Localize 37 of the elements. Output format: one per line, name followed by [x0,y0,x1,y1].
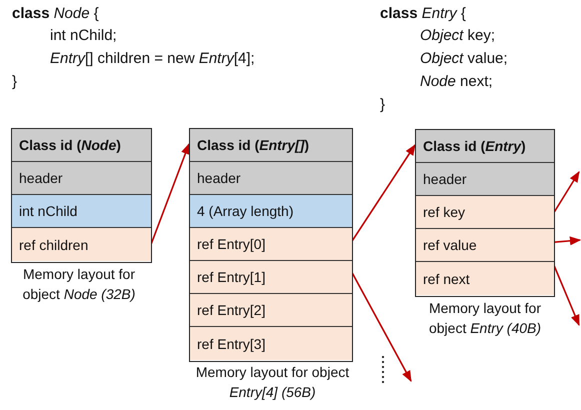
code-line: Object key; [420,27,496,45]
node-label: Memory layout for object Entry[4] (56B) [194,363,350,402]
pointer-arrow [553,264,580,326]
code-line: Entry[] children = new Entry[4]; [50,50,255,68]
field-cell: ref Entry[0] [190,228,352,261]
field-cell: ref Entry[3] [190,327,352,360]
field-cell: ref Entry[2] [190,294,352,327]
field-cell: ref Entry[1] [190,261,352,294]
code-line: class Node { [12,5,99,23]
field-cell: header [416,163,554,196]
memory-layout-table [189,128,353,362]
code-line: class Entry { [380,5,466,23]
pointer-arrow [351,144,416,242]
code-line: int nChild; [50,27,117,45]
field-cell: ref value [416,229,554,262]
code-line: Node next; [420,73,493,91]
code-line: } [12,73,18,91]
node-label: Memory layout for object Node (32B) [22,265,136,304]
node-label: Memory layout for object Entry (40B) [428,299,542,338]
code-line: } [380,96,386,114]
class-id-cell: Class id (Node) [12,129,151,162]
class-id-cell: Class id (Entry) [416,130,554,163]
memory-layout-table [11,128,152,263]
field-cell: header [12,162,151,195]
field-cell: int nChild [12,195,151,228]
field-cell: ref children [12,228,151,261]
field-cell: ref key [416,196,554,229]
memory-layout-table [415,129,555,297]
pointer-arrow [554,236,581,246]
pointer-arrow [351,272,412,382]
pointer-arrow [553,171,580,213]
field-cell: ref next [416,262,554,295]
pointer-arrow [150,142,190,245]
class-id-cell: Class id (Entry[]) [190,129,352,162]
code-line: Object value; [420,50,508,68]
field-cell: 4 (Array length) [190,195,352,228]
field-cell: header [190,162,352,195]
